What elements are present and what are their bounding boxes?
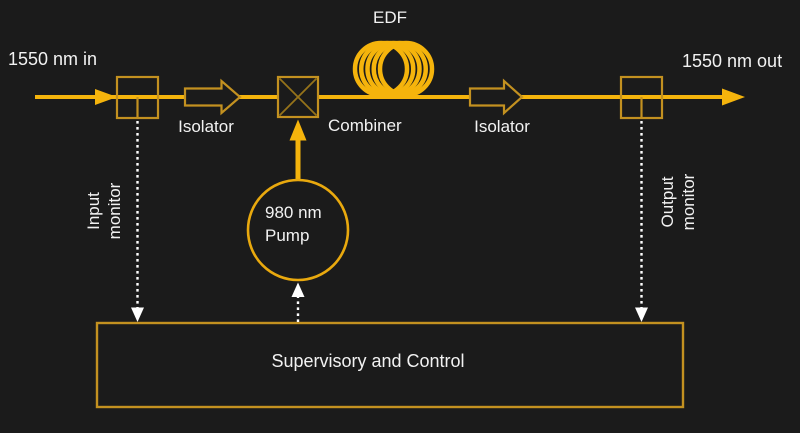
edf-coil-icon: [352, 40, 435, 98]
combiner-label: Combiner: [328, 116, 402, 135]
isolator-2-icon: [468, 78, 524, 116]
output-monitor-label: Output monitor: [656, 137, 700, 267]
output-signal-label: 1550 nm out: [682, 51, 783, 71]
input-monitor-link: [131, 121, 144, 322]
output-arrowhead-icon: [722, 88, 745, 106]
pump-control-link: [291, 282, 305, 322]
input-arrowhead-icon: [95, 89, 117, 105]
pump-circle: [246, 178, 350, 282]
supervisory-box: [95, 321, 685, 409]
edf-label: EDF: [373, 8, 407, 27]
supervisory-label: Supervisory and Control: [271, 351, 465, 371]
output-monitor-link: [635, 121, 648, 322]
pump-label: 980 nm Pump: [265, 201, 322, 247]
input-monitor-label-line1: Input: [84, 192, 103, 230]
pump-arrow-icon: [289, 119, 307, 181]
input-monitor-label-line2: monitor: [105, 182, 124, 240]
output-monitor-label-line1: Output: [658, 176, 677, 228]
isolator-1-icon: [183, 78, 242, 116]
output-tap-icon: [619, 75, 664, 120]
pump-label-line2: Pump: [265, 226, 310, 245]
output-monitor-label-line2: monitor: [679, 173, 698, 231]
combiner-icon: [276, 75, 320, 119]
input-tap-icon: [115, 75, 160, 120]
isolator-2-label: Isolator: [474, 117, 530, 136]
input-monitor-label: Input monitor: [82, 146, 126, 276]
isolator-1-label: Isolator: [178, 117, 234, 136]
pump-label-line1: 980 nm: [265, 203, 322, 222]
input-signal-label: 1550 nm in: [8, 49, 98, 69]
